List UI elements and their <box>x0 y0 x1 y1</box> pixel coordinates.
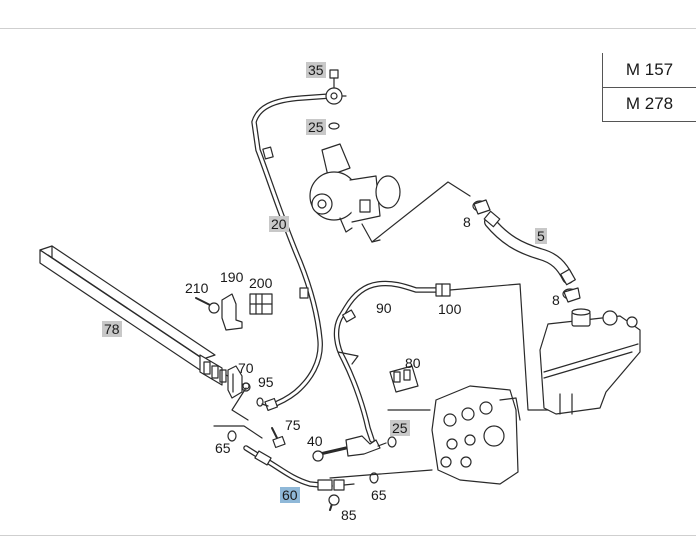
leader-65-left <box>213 425 263 439</box>
callout-25-lower[interactable]: 25 <box>390 420 410 436</box>
o-ring-65-right[interactable] <box>369 472 379 484</box>
callout-70[interactable]: 70 <box>238 360 254 376</box>
clamp-8-lower[interactable] <box>562 287 581 303</box>
callout-8-upper[interactable]: 8 <box>463 214 471 230</box>
bolt-210[interactable] <box>195 297 220 314</box>
hose-5[interactable] <box>483 210 576 286</box>
callout-25-top[interactable]: 25 <box>306 119 326 135</box>
callout-75[interactable]: 75 <box>285 417 301 433</box>
leader-60-gear <box>329 469 433 479</box>
clip-200[interactable] <box>249 293 273 315</box>
callout-60[interactable]: 60 <box>280 487 300 503</box>
oil-cooler[interactable] <box>39 245 251 392</box>
bolt-75[interactable] <box>271 427 286 449</box>
o-ring-25-top[interactable] <box>328 122 340 130</box>
callout-95[interactable]: 95 <box>258 374 274 390</box>
return-line-90[interactable] <box>333 280 451 443</box>
o-ring-25-lower[interactable] <box>387 436 397 448</box>
callout-85[interactable]: 85 <box>341 507 357 523</box>
model-label-1: M 157 <box>625 60 674 79</box>
callout-5[interactable]: 5 <box>535 228 547 244</box>
callout-100[interactable]: 100 <box>438 301 462 317</box>
reservoir[interactable] <box>539 308 641 415</box>
banjo-bolt-35[interactable] <box>325 69 347 105</box>
bolt-85[interactable] <box>328 494 340 511</box>
model-box-2: M 278 <box>602 87 696 122</box>
washer-95[interactable] <box>256 397 264 407</box>
callout-35[interactable]: 35 <box>306 62 326 78</box>
power-steering-pump[interactable] <box>309 143 401 243</box>
model-box-1: M 157 <box>602 53 696 88</box>
callout-8-lower[interactable]: 8 <box>552 292 560 308</box>
leader-pump-8 <box>371 181 471 243</box>
callout-40[interactable]: 40 <box>307 433 323 449</box>
bottom-border <box>0 535 696 536</box>
callout-65-left[interactable]: 65 <box>215 440 231 456</box>
leader-100 <box>449 283 549 411</box>
callout-90[interactable]: 90 <box>376 300 392 316</box>
callout-210[interactable]: 210 <box>185 280 209 296</box>
model-label-2: M 278 <box>625 94 674 113</box>
clamp-8-upper[interactable] <box>472 199 491 215</box>
o-ring-65-left[interactable] <box>227 430 237 442</box>
leader-25 <box>377 442 387 447</box>
hose-60[interactable] <box>243 445 355 491</box>
fitting-40[interactable] <box>312 435 381 462</box>
callout-20[interactable]: 20 <box>269 216 289 232</box>
callout-80[interactable]: 80 <box>405 355 421 371</box>
callout-78[interactable]: 78 <box>102 321 122 337</box>
callout-200[interactable]: 200 <box>249 275 273 291</box>
callout-65-right[interactable]: 65 <box>371 487 387 503</box>
hose-20[interactable] <box>251 93 333 412</box>
leader-bracket <box>231 387 249 421</box>
bracket-190[interactable] <box>221 293 243 331</box>
callout-190[interactable]: 190 <box>220 269 244 285</box>
steering-gear[interactable] <box>431 385 521 485</box>
top-border <box>0 28 696 29</box>
clip-80[interactable] <box>389 365 419 393</box>
